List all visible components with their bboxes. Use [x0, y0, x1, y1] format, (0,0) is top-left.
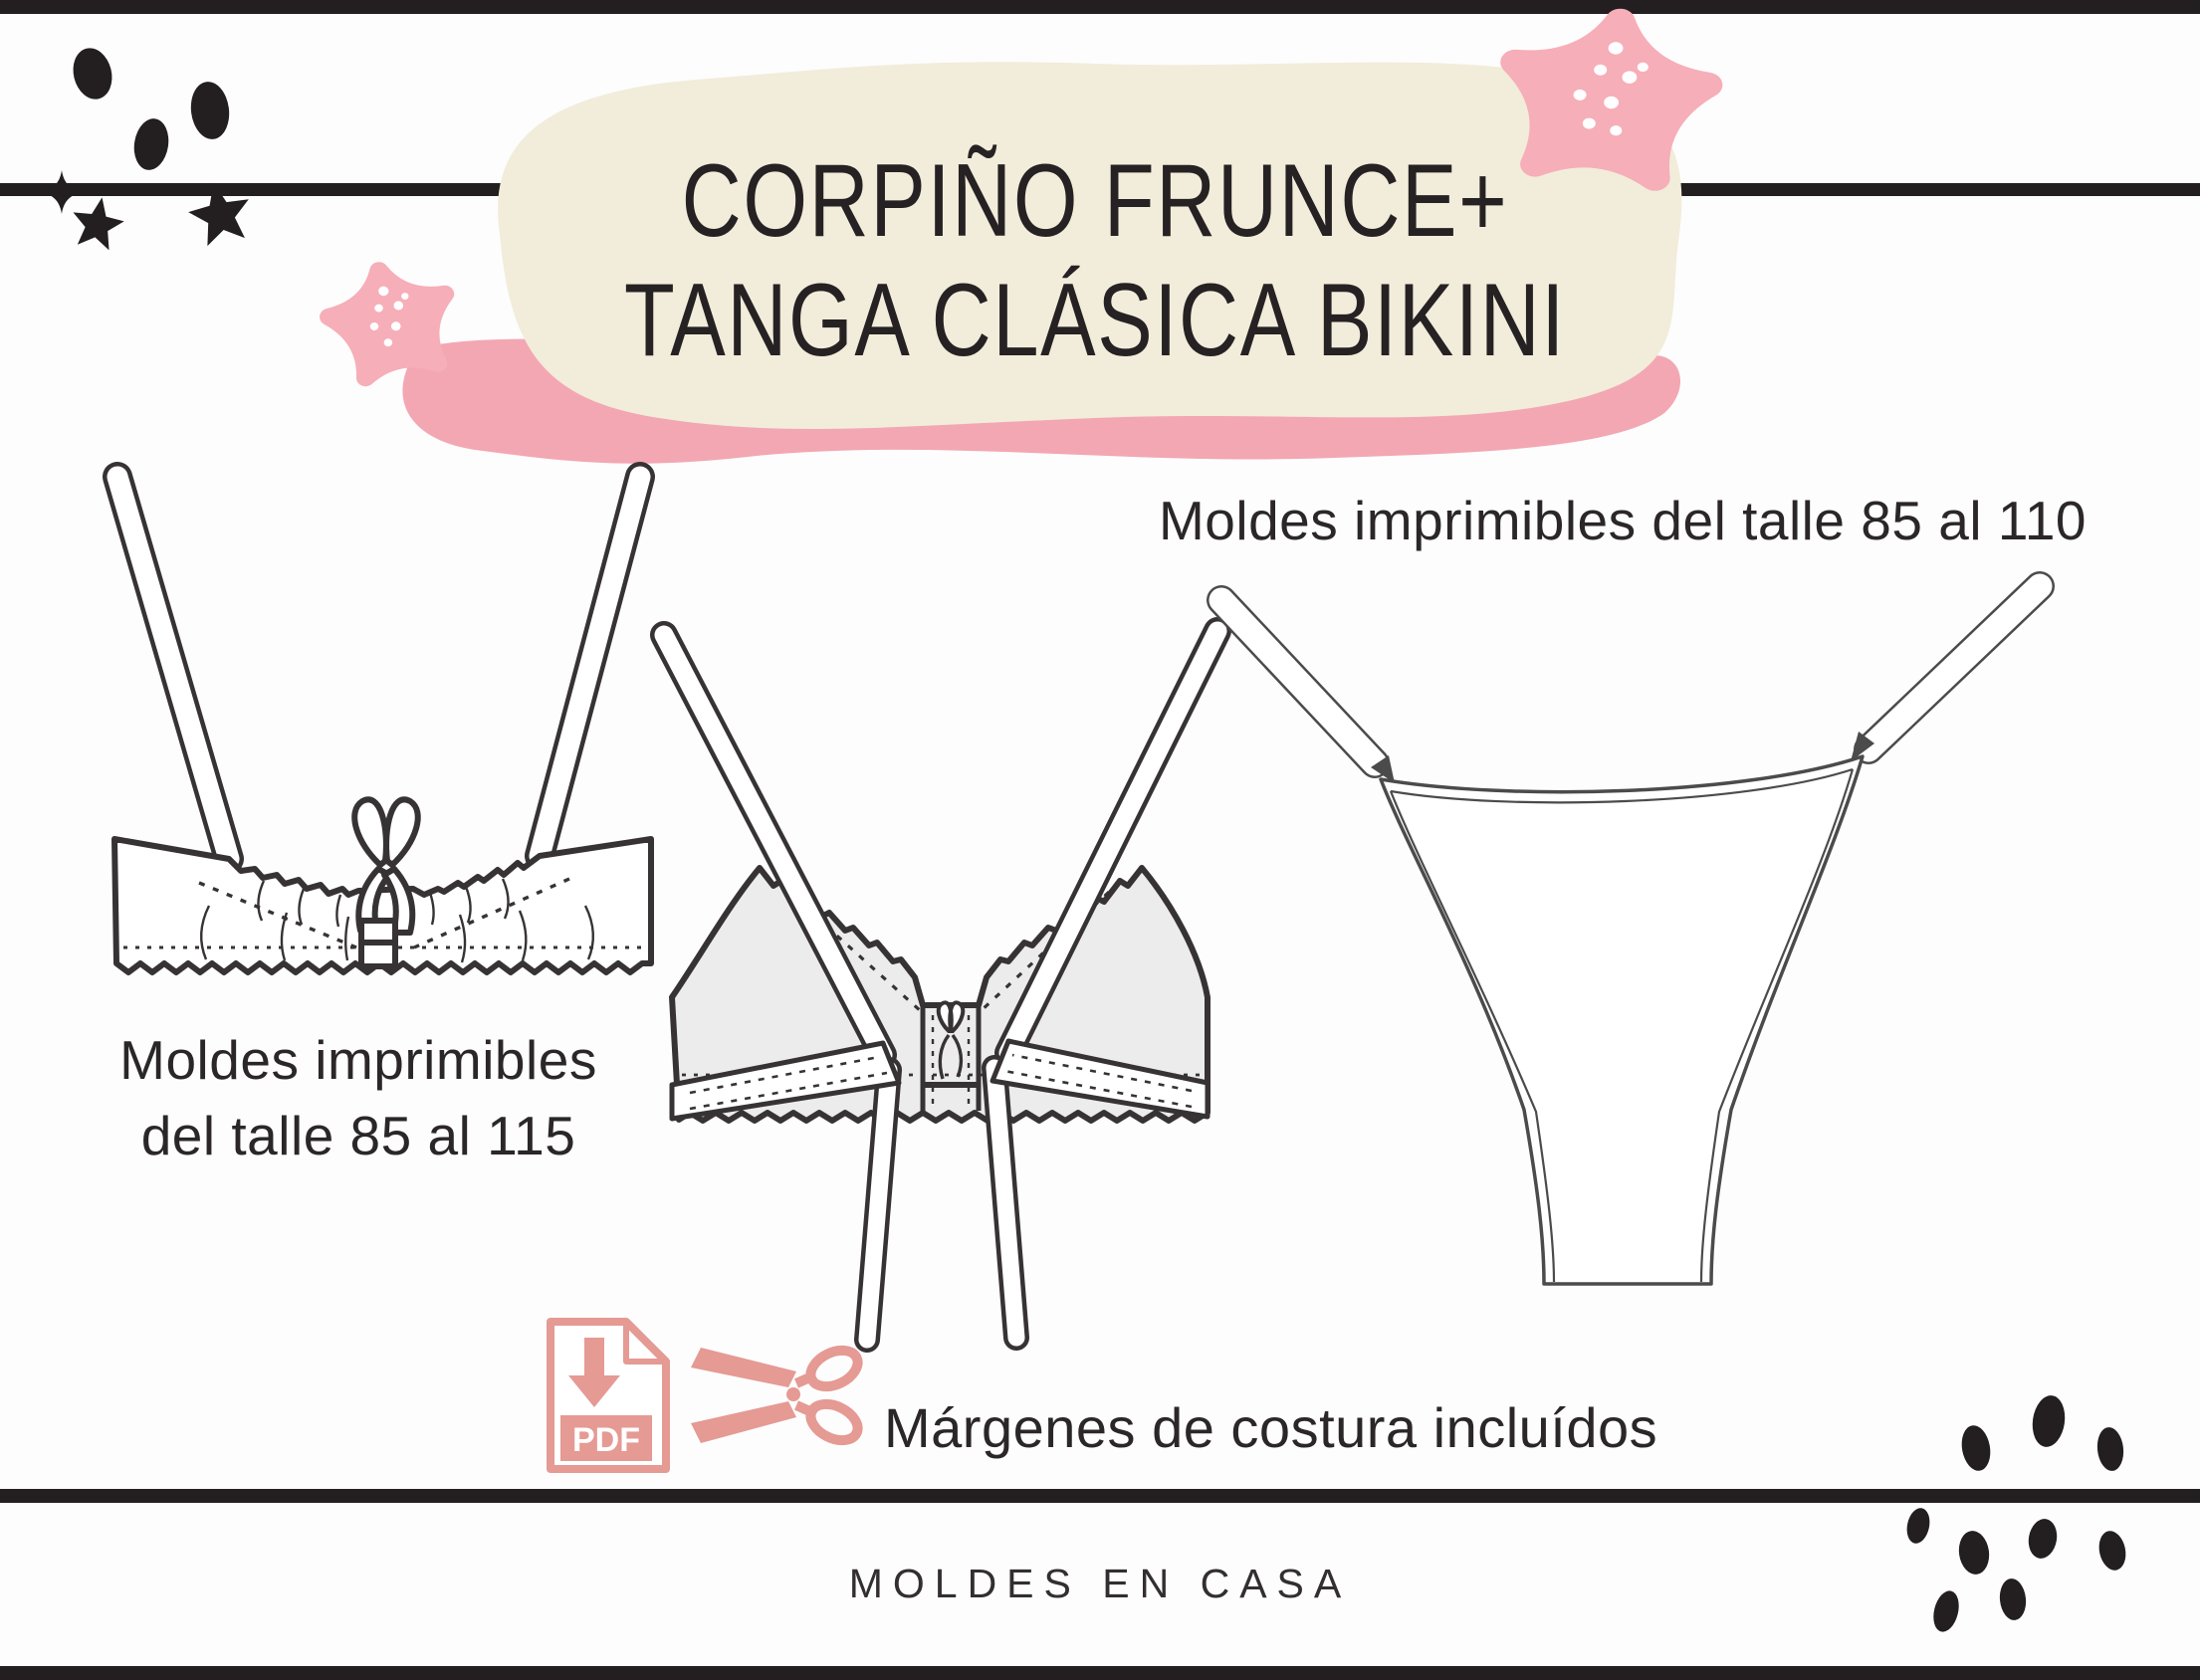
- bottom-border-line: [0, 1666, 2200, 1680]
- bow-detail: [351, 796, 421, 969]
- page-title: CORPIÑO FRUNCE+ TANGA CLÁSICA BIKINI: [418, 149, 1772, 372]
- tanga-sizes-note: Moldes imprimibles del talle 85 al 110: [1158, 490, 2088, 551]
- top-border-line: [0, 0, 2200, 14]
- pdf-icon-label: PDF: [572, 1421, 640, 1459]
- starfish-icon: [1500, 8, 1723, 191]
- bralette-sizes-line-2: del talle 85 al 115: [140, 1104, 576, 1166]
- back-bow-detail: [936, 1000, 966, 1033]
- five-point-star-icon: [188, 182, 249, 247]
- seam-allowance-note: Márgenes de costura incluídos: [884, 1396, 1658, 1459]
- bralette-sizes-note: Moldes imprimibles del talle 85 al 115: [80, 1023, 637, 1174]
- pdf-download-icon: PDF: [547, 1318, 670, 1473]
- five-point-star-icon: [73, 197, 124, 251]
- title-banner-blob: [402, 62, 1682, 464]
- ink-splatter-dots: [1906, 1395, 2126, 1632]
- sparkle-star-icon: [40, 170, 84, 214]
- tanga-illustration: [1207, 571, 2055, 1286]
- title-line-1: CORPIÑO FRUNCE+: [681, 143, 1509, 259]
- header-rule-left: [0, 183, 503, 196]
- footer-rule: [0, 1489, 2200, 1503]
- brand-name: MOLDES EN CASA: [848, 1561, 1352, 1606]
- cream-blob: [498, 62, 1682, 429]
- starfish-icon: [320, 262, 455, 387]
- bralette-sizes-line-1: Moldes imprimibles: [119, 1029, 597, 1091]
- bralette-front-illustration: [103, 462, 655, 975]
- ink-splatter-dots: [40, 48, 249, 251]
- title-line-2: TANGA CLÁSICA BIKINI: [624, 263, 1566, 378]
- scissors-icon: [691, 1345, 863, 1446]
- header-rule-right: [1648, 183, 2200, 196]
- bralette-back-illustration: [650, 617, 1231, 1353]
